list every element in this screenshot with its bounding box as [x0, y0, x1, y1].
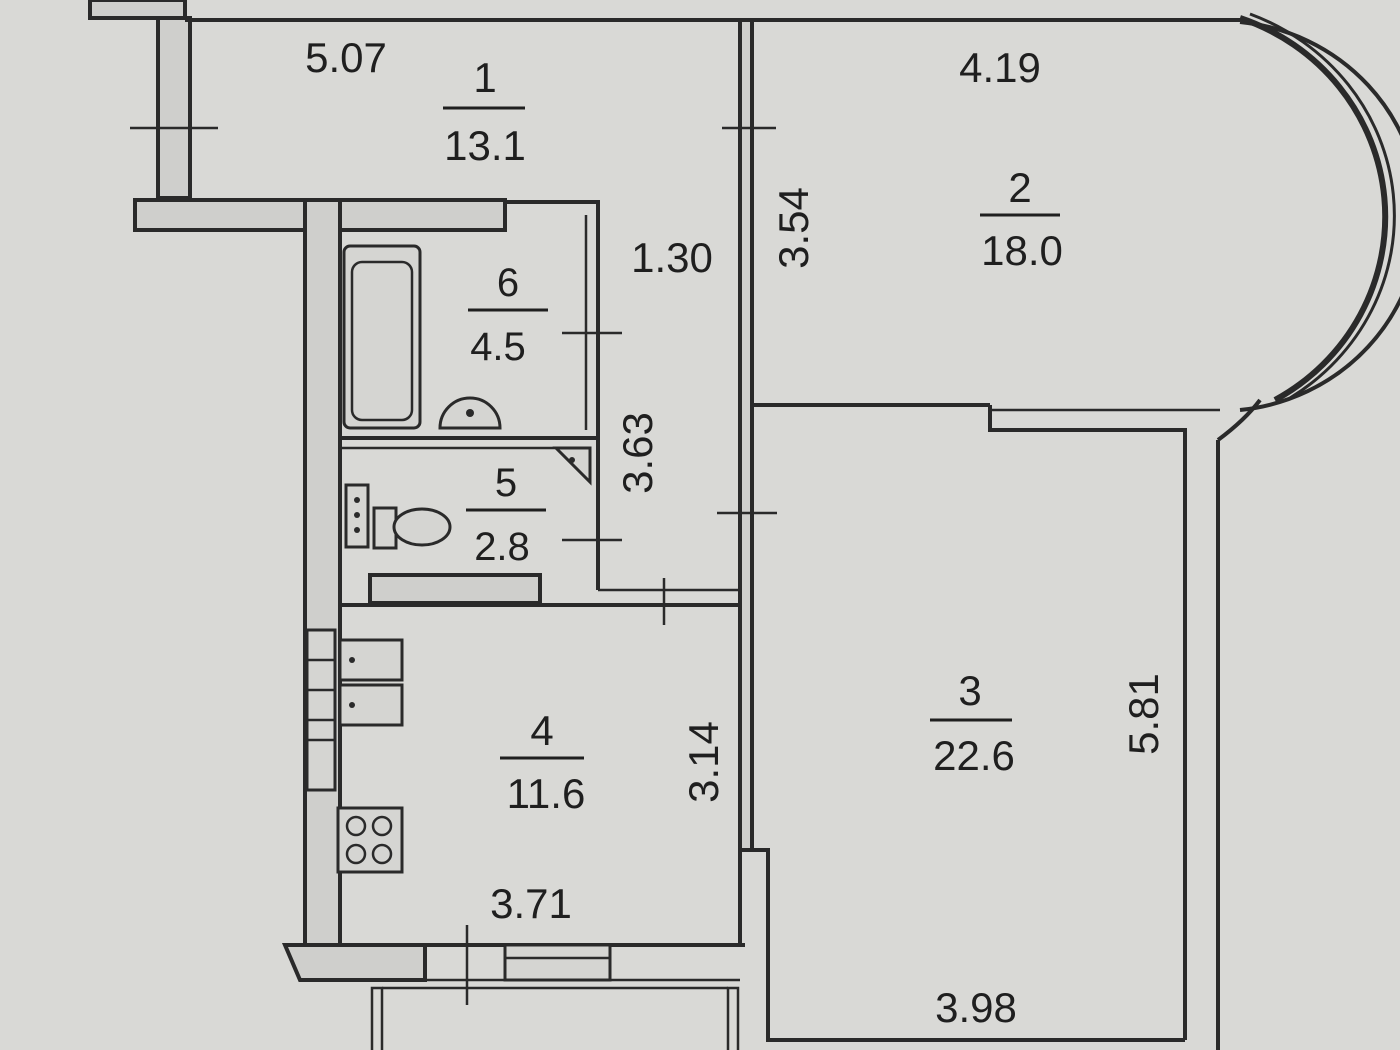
- window-wall-left: [133, 198, 307, 232]
- window-wall-bath: [338, 198, 507, 232]
- stove-icon: [336, 806, 404, 874]
- room-3-label: 3 22.6: [930, 667, 1015, 779]
- room-5-area: 2.8: [474, 525, 530, 569]
- bathroom-right-wall: [505, 200, 600, 590]
- room-1-area: 13.1: [444, 122, 526, 169]
- dim-room1-width: 5.07: [305, 34, 387, 81]
- kitchen-counter-icon: [305, 628, 337, 792]
- dim-room4-depth: 3.14: [680, 721, 727, 803]
- dim-room2-depth: 3.54: [770, 187, 817, 269]
- room-2-number: 2: [1008, 164, 1031, 211]
- kitchen-left-wall: [303, 198, 342, 947]
- bay-window-glass: [1239, 15, 1389, 403]
- room-4-label: 4 11.6: [500, 707, 585, 817]
- double-sink-icon: [338, 638, 404, 727]
- bay-window-join: [1216, 398, 1262, 442]
- bathtub-icon: [342, 244, 422, 430]
- balcony-right: [726, 986, 740, 1050]
- dim-corridor-length: 3.63: [614, 412, 661, 494]
- dim-room2-width: 4.19: [959, 44, 1041, 91]
- bay-window-frame: [1249, 12, 1396, 400]
- kitchen-wall-corner: [281, 943, 427, 982]
- kitchen-window: [503, 943, 612, 982]
- room-3-area: 22.6: [933, 732, 1015, 779]
- left-wall-upper: [156, 16, 192, 200]
- sink-icon: [438, 396, 502, 430]
- main-partition: [738, 18, 754, 852]
- dim-corridor-width: 1.30: [631, 234, 713, 281]
- room-4-number: 4: [530, 707, 553, 754]
- room-1-label: 1 13.1: [443, 54, 526, 169]
- toilet-icon: [344, 483, 452, 550]
- balcony-stub: [88, 0, 187, 20]
- room-4-area: 11.6: [507, 770, 586, 817]
- wc-sink-icon: [552, 446, 592, 486]
- room3-right-wall: [988, 405, 1187, 1040]
- room-6-number: 6: [497, 261, 519, 305]
- room-2-label: 2 18.0: [980, 164, 1063, 274]
- room-6-label: 6 4.5: [468, 261, 548, 369]
- room-5-label: 5 2.8: [466, 461, 546, 569]
- walls: [88, 0, 1400, 1050]
- room-3-number: 3: [958, 667, 981, 714]
- room-2-area: 18.0: [981, 227, 1063, 274]
- wc-bottom-wall: [368, 573, 542, 605]
- room-5-number: 5: [495, 461, 517, 505]
- dimension-ticks: [130, 126, 777, 1005]
- dim-room3-depth: 5.81: [1120, 673, 1167, 755]
- room3-bottom-wall: [752, 848, 1185, 1042]
- bay-window-outer: [1239, 20, 1400, 412]
- room-6-area: 4.5: [470, 325, 526, 369]
- room-1-number: 1: [473, 54, 496, 101]
- dim-room3-width: 3.98: [935, 984, 1017, 1031]
- balcony-left: [370, 986, 384, 1050]
- dim-room4-width: 3.71: [490, 880, 572, 927]
